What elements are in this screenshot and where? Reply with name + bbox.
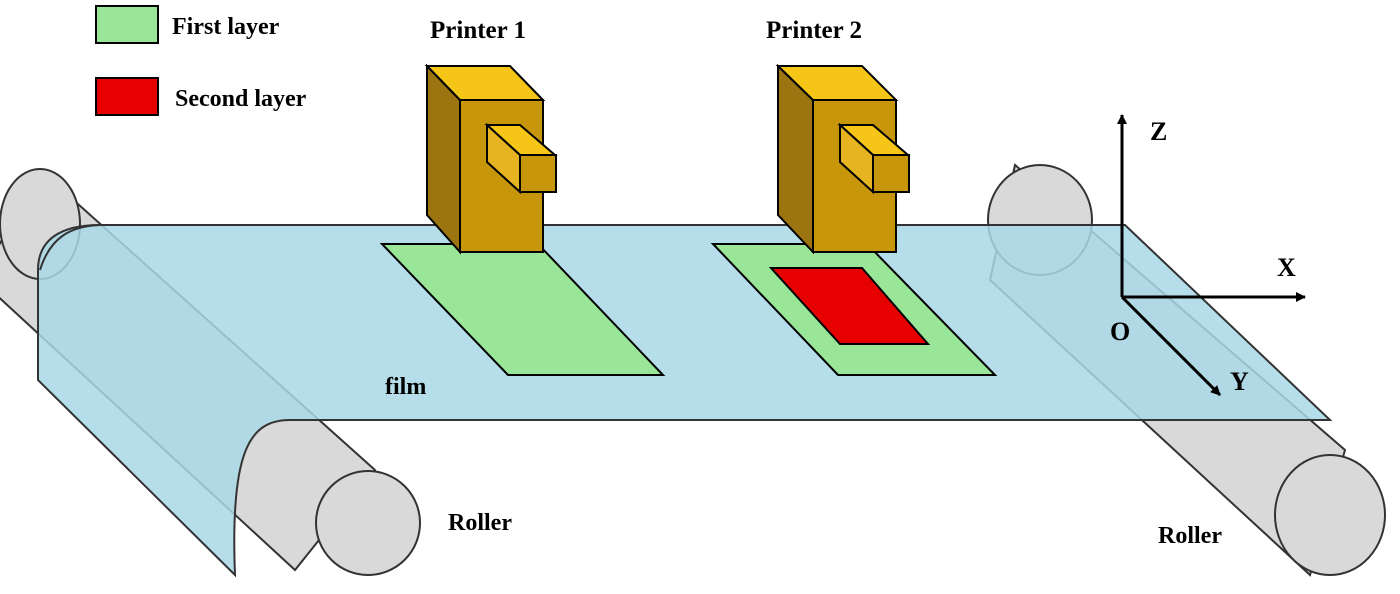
y-axis-arrow <box>1120 295 1222 397</box>
first-layer-swatch <box>95 5 159 44</box>
x-axis-label: X <box>1277 253 1296 282</box>
second-layer-label: Second layer <box>175 86 307 112</box>
film <box>37 224 1333 578</box>
second-layer-print <box>768 267 931 345</box>
coordinate-axes <box>1117 114 1306 397</box>
first-layer-label: First layer <box>172 14 280 40</box>
y-axis-label: Y <box>1230 367 1249 396</box>
printer-1-label: Printer 1 <box>430 17 526 44</box>
right-roller-end-cap <box>1274 454 1386 576</box>
film-label: film <box>385 374 426 400</box>
second-layer-swatch <box>95 77 159 116</box>
z-axis-label: Z <box>1150 117 1167 146</box>
printer-2 <box>775 63 911 255</box>
left-roller-label: Roller <box>448 510 512 536</box>
origin-label: O <box>1110 317 1130 346</box>
printer-1 <box>424 63 558 255</box>
legend: First layer Second layer <box>95 5 307 116</box>
left-roller-end-cap <box>315 470 421 576</box>
printer-2-label: Printer 2 <box>766 17 862 44</box>
right-roller-label: Roller <box>1158 523 1222 549</box>
